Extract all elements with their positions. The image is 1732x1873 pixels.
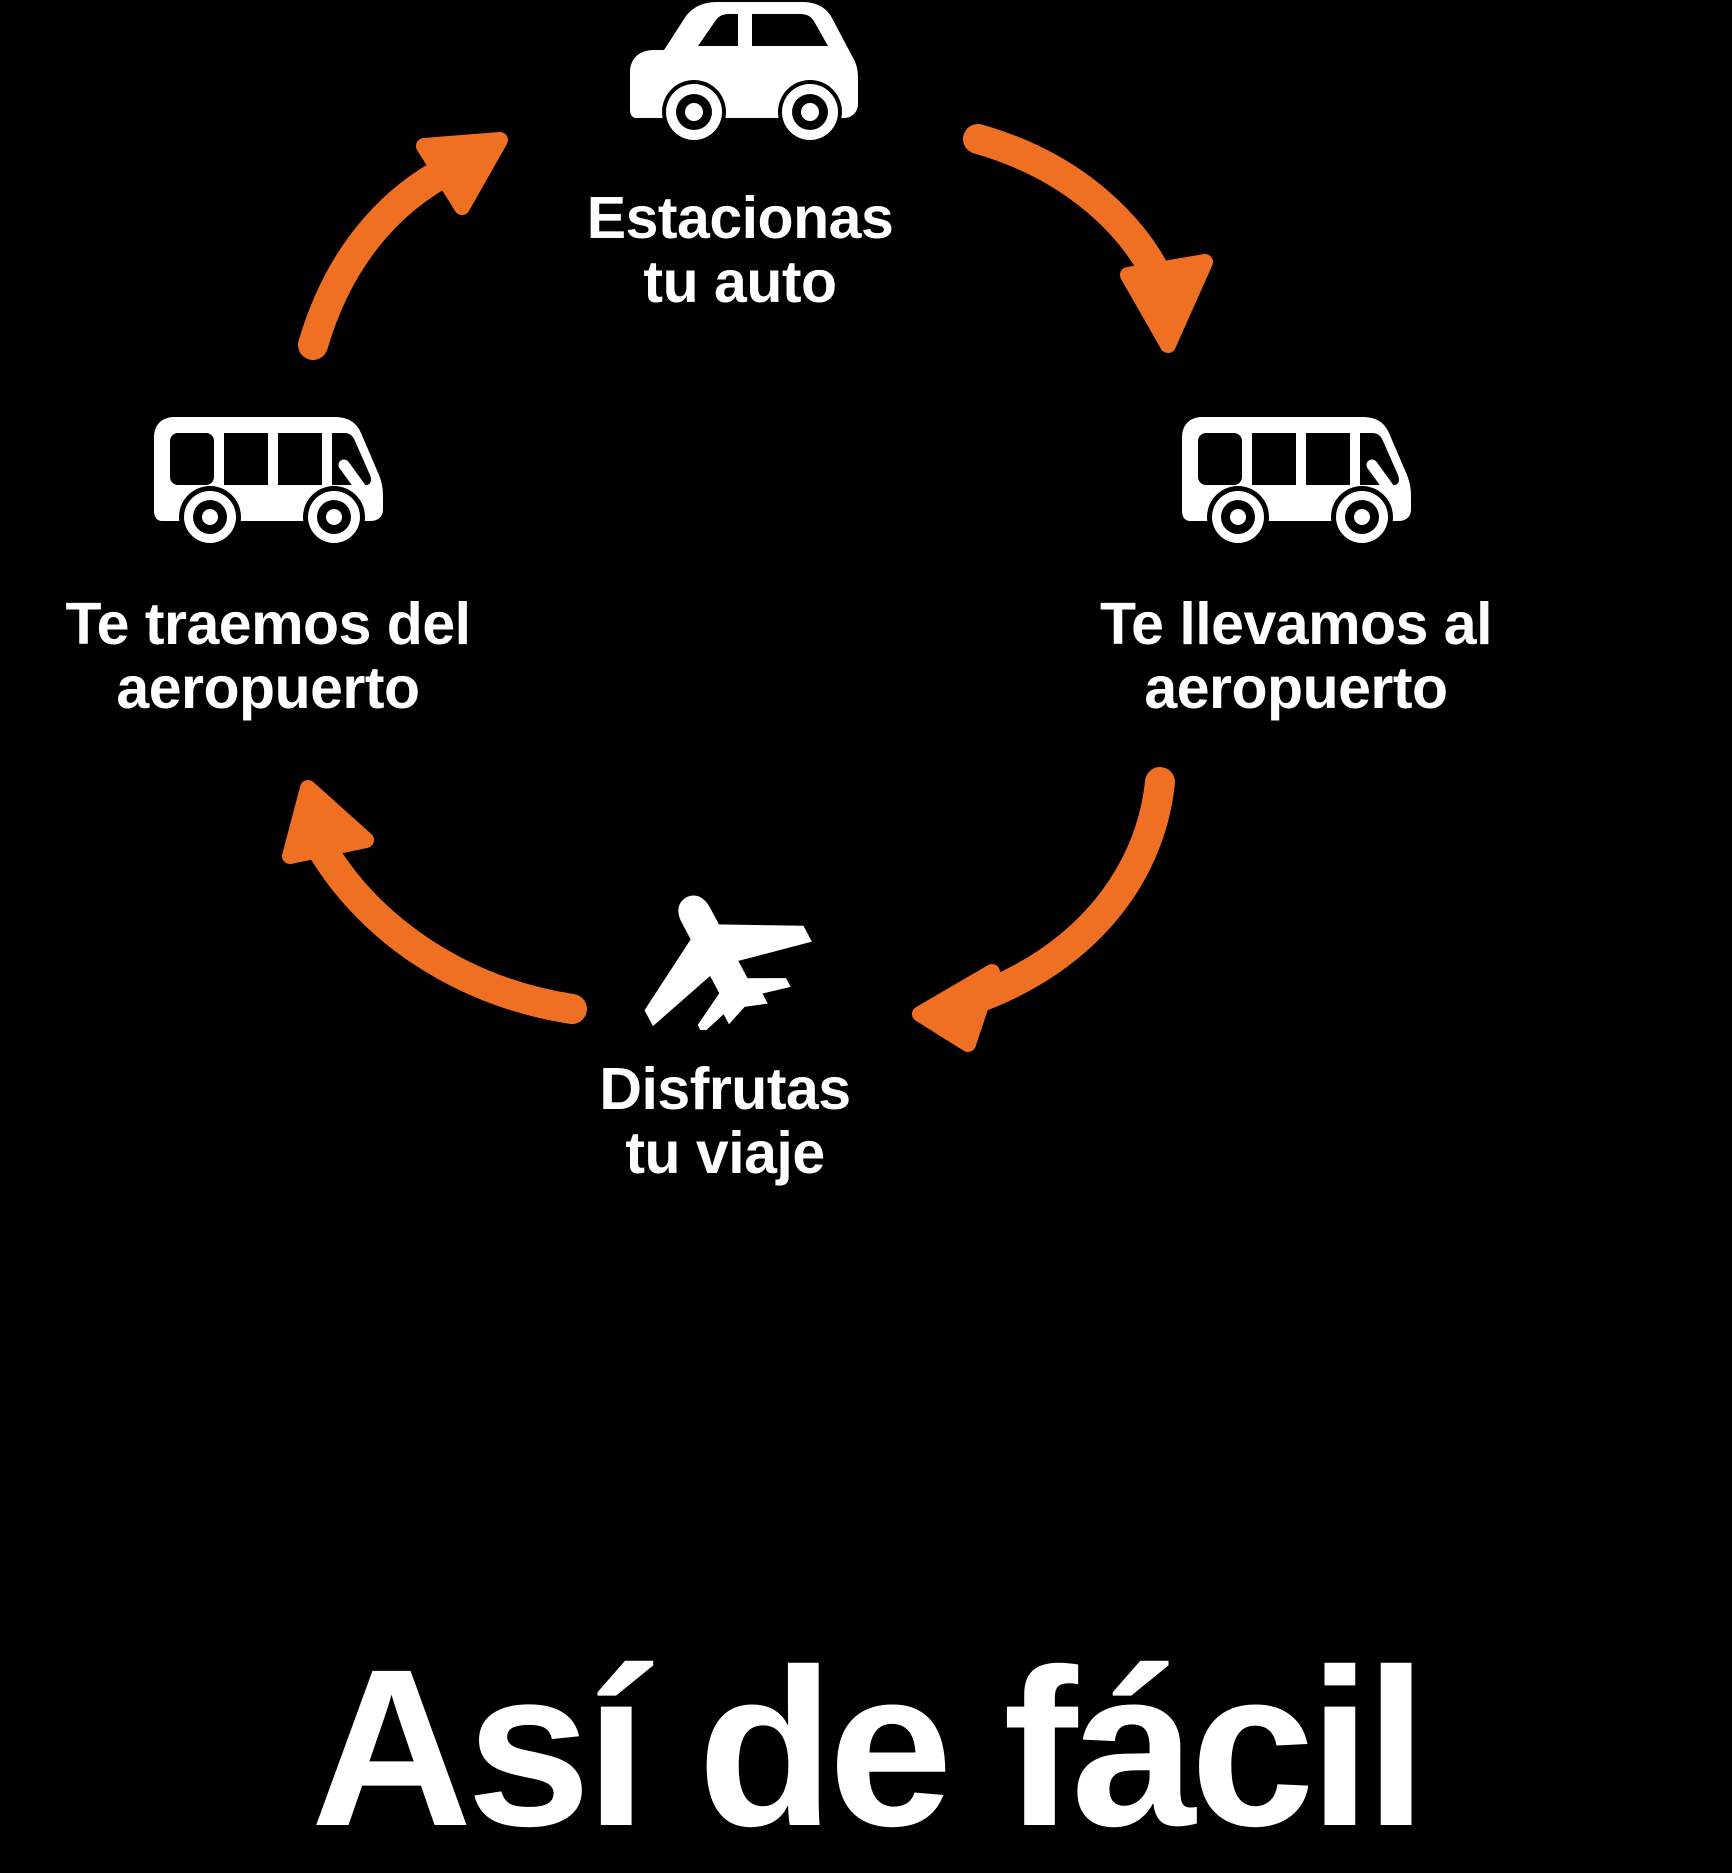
- step-label-from-airport: Te traemos del aeropuerto: [65, 591, 471, 721]
- bus-icon: [148, 413, 388, 548]
- step-enjoy-trip: Disfrutas tu viaje: [500, 880, 950, 1185]
- step-from-airport: Te traemos del aeropuerto: [0, 413, 548, 720]
- page-title: Así de fácil: [310, 1623, 1428, 1873]
- step-to-airport: Te llevamos al aeropuerto: [860, 413, 1732, 720]
- airplane-icon: [620, 880, 830, 1034]
- car-icon: [620, 0, 860, 145]
- title-block: Así de fácil: [0, 1636, 1732, 1860]
- bus-icon: [1176, 413, 1416, 548]
- step-label-to-airport: Te llevamos al aeropuerto: [1100, 591, 1493, 721]
- step-label-park-car: Estacionas tu auto: [586, 185, 894, 315]
- step-park-car: Estacionas tu auto: [430, 0, 1050, 314]
- arrow-airport-to-enjoy: [912, 767, 1175, 1052]
- step-label-enjoy-trip: Disfrutas tu viaje: [599, 1056, 851, 1186]
